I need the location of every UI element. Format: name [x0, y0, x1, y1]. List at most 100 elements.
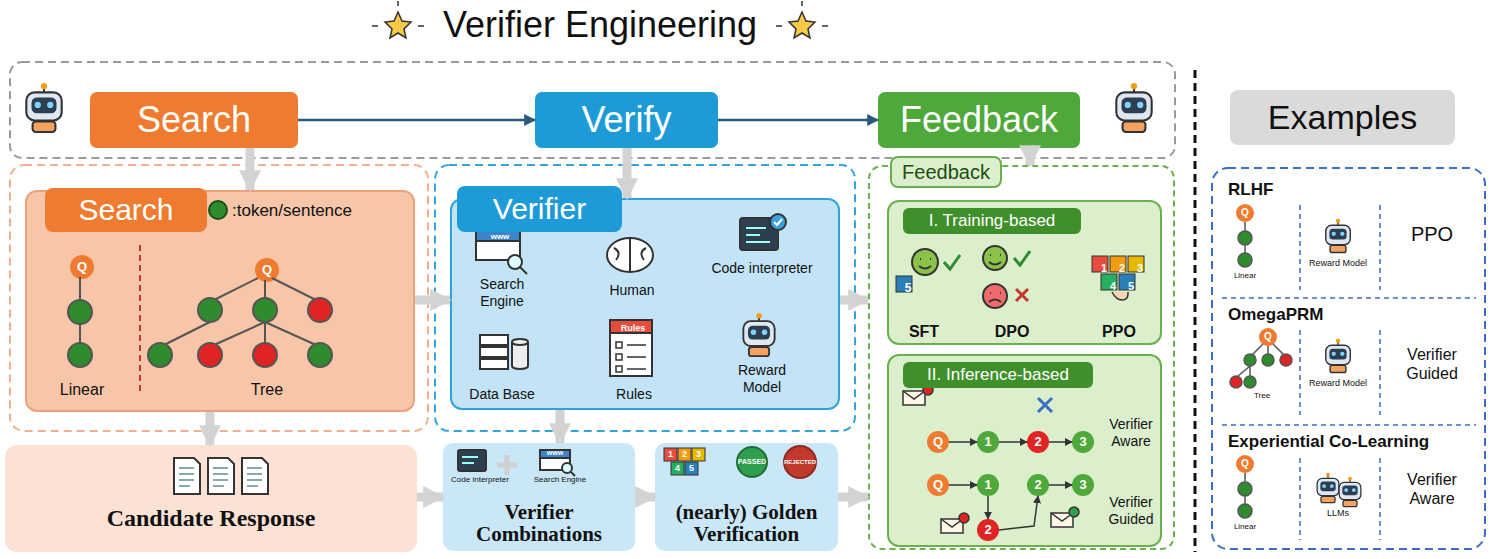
- node-text: Verifier: [457, 186, 622, 232]
- icon-label: 2: [678, 449, 691, 460]
- query-circle: Q: [1259, 328, 1277, 346]
- icon-label: 1: [1096, 262, 1112, 275]
- verifier-icons-part: [610, 320, 652, 376]
- example-trees-part: [1244, 354, 1256, 366]
- example-trees-part: [1244, 376, 1256, 388]
- icon-label: Search Engine: [521, 475, 599, 485]
- example-trees-part: [1244, 473, 1246, 482]
- robot-icon-part: [1326, 339, 1350, 373]
- verifier-icons-part: [508, 255, 522, 269]
- verifier-icons-part: [480, 347, 508, 357]
- verifier-icons-part: [746, 228, 770, 242]
- icon-label: Code interpreter: [702, 260, 822, 277]
- node-text: 1: [984, 478, 991, 493]
- connector-arrow: [1049, 484, 1072, 486]
- document-icon: [174, 458, 268, 494]
- legend-label: :token/sentence: [232, 201, 382, 221]
- verifier-icons-part: [610, 320, 652, 333]
- node-text: 3: [1079, 435, 1086, 450]
- step-circle: 1: [977, 431, 999, 453]
- feedback-icons-part: [912, 249, 938, 275]
- robot-icon-part: [1326, 219, 1350, 253]
- connector-arrow: [949, 441, 977, 443]
- node-text: Search: [45, 188, 207, 232]
- node-text: (nearly) Golden Verification: [655, 501, 838, 545]
- verifier-icons: [476, 214, 786, 376]
- connector-arrow: [298, 119, 535, 122]
- connector-arrow: [840, 296, 868, 305]
- search-tree-part: [198, 298, 222, 322]
- connector-arrow: [206, 412, 215, 445]
- dashed-frame-part: [435, 165, 855, 431]
- inference-icons-part: [923, 385, 933, 395]
- tree-label: Tree: [237, 380, 297, 399]
- robot-icon: [26, 83, 1361, 507]
- search-tree-part: [209, 201, 227, 219]
- icon-label: Code interpreter: [441, 475, 519, 485]
- robot-icon-part: [26, 83, 61, 132]
- document-icon-part: [208, 458, 234, 494]
- node-text: Q: [1241, 207, 1249, 219]
- step-circle: 2: [1027, 474, 1049, 496]
- query-circle: Q: [1236, 204, 1254, 222]
- icon-label: 1: [664, 449, 677, 460]
- icon-label: Rules: [604, 386, 664, 403]
- robot-icon-part: [1317, 473, 1339, 503]
- icon-label: Verifier Guided: [1389, 345, 1475, 383]
- step-circle: 1: [977, 474, 999, 496]
- icon-label: Verifier Guided: [1099, 494, 1163, 528]
- combination-icons-part: [571, 472, 575, 476]
- example-trees-part: [1238, 344, 1284, 376]
- node-text: Q: [1241, 458, 1249, 470]
- example-trees-part: [1238, 504, 1252, 518]
- combination-icons-part: [462, 457, 478, 463]
- search-tree-part: [68, 343, 92, 367]
- example-trees-part: [1244, 222, 1246, 231]
- connector-arrow: [987, 496, 989, 519]
- robot-icon-part: [1339, 477, 1361, 507]
- search-tree-part: [68, 300, 92, 324]
- node-text: 3: [1079, 478, 1086, 493]
- inference-panel: II. Inference-basedQ123Q1232Verifier Awa…: [887, 354, 1162, 547]
- step-circle: 3: [1072, 474, 1094, 496]
- diagram-title: Verifier Engineering: [400, 4, 800, 46]
- verifier-icons-part: [616, 342, 646, 372]
- connector-arrow: [999, 496, 1038, 530]
- verification-box: (nearly) Golden VerificationPASSEDREJECT…: [655, 443, 838, 551]
- verifier-icons-part: [770, 214, 786, 230]
- dashed-frame-part: [1212, 168, 1485, 549]
- search-tree-part: [198, 343, 222, 367]
- query-circle: Q: [1236, 455, 1254, 473]
- connector-arrow: [246, 148, 255, 190]
- search-tree-part: [253, 298, 277, 322]
- query-circle: Q: [70, 255, 94, 279]
- verifier-icons-part: [480, 335, 508, 345]
- icon-label: PPO: [1402, 222, 1462, 246]
- verifier-icons-part: [512, 342, 528, 369]
- robot-icon-part: [1116, 83, 1151, 132]
- feedback-icons-part: [919, 259, 931, 269]
- title-star-part: [789, 12, 815, 38]
- node-text: II. Inference-based: [903, 362, 1093, 388]
- node-text: 2: [1034, 478, 1041, 493]
- inference-icons-part: [903, 391, 925, 405]
- feedback-icons-part: [983, 284, 1007, 308]
- node-text: Q: [77, 260, 87, 275]
- inference-icons-part: [1038, 398, 1052, 412]
- dashed-frame-part: [10, 165, 428, 431]
- combination-icons-part: [540, 450, 570, 458]
- number-tiles-part: [685, 462, 698, 475]
- node-text: 2: [984, 523, 991, 538]
- node-text: Experiential Co-Learning: [1228, 432, 1429, 452]
- query-circle: Q: [927, 431, 949, 453]
- icon-label: LLMs: [1313, 508, 1363, 519]
- connector-arrow: [838, 493, 868, 502]
- inference-icons-part: [959, 513, 969, 523]
- icon-label: www: [541, 449, 569, 457]
- feedback-icons-part: [983, 246, 1007, 270]
- icon-label: www: [485, 232, 515, 242]
- node-text: RLHF: [1228, 180, 1273, 200]
- icon-label: Verifier Aware: [1099, 416, 1163, 450]
- icon-label: 5: [1123, 280, 1139, 293]
- icon-label: 3: [692, 449, 705, 460]
